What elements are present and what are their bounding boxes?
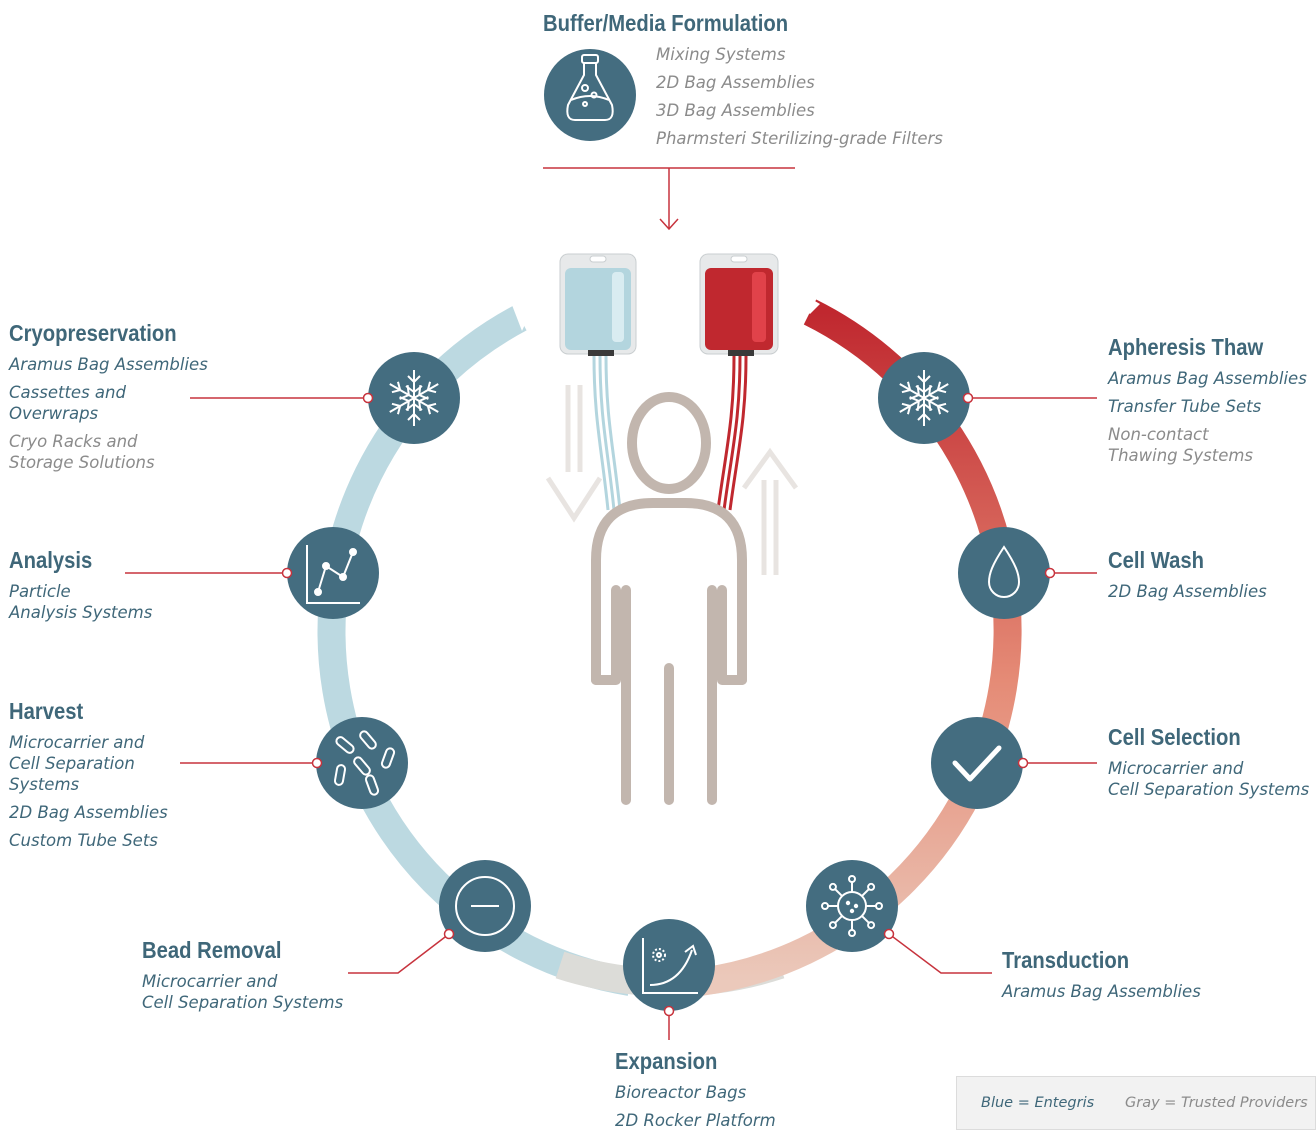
transduction-block: Transduction Aramus Bag Assemblies xyxy=(1002,946,1201,1002)
flow-arrows-watermark xyxy=(545,385,799,575)
stage-items: Mixing Systems 2D Bag Assemblies 3D Bag As… xyxy=(656,44,943,149)
growth-curve-icon xyxy=(642,938,698,994)
stage-title: Apheresis Thaw xyxy=(1108,334,1264,360)
blue-media-bag xyxy=(559,253,637,511)
bead-stage-circle xyxy=(439,860,531,952)
legend-gray: Gray = Trusted Providers xyxy=(1125,1095,1308,1111)
wash-stage-circle xyxy=(958,527,1050,619)
connector-dot xyxy=(1017,757,1029,769)
legend-blue: Blue = Entegris xyxy=(981,1095,1095,1111)
stage-item: Custom Tube Sets xyxy=(9,831,158,850)
ring-end-cap xyxy=(806,296,820,314)
transduction-stage-circle xyxy=(806,860,898,952)
virus-icon xyxy=(821,875,883,937)
stage-item: 3D Bag Assemblies xyxy=(656,101,815,120)
buffer-formulation-block: Buffer/Media Formulation Mixing Systems 2… xyxy=(543,9,943,149)
stage-item: 2D Bag Assemblies xyxy=(9,803,168,822)
stage-title: Cell Selection xyxy=(1108,724,1241,750)
stage-items: Aramus Bag Assemblies xyxy=(1002,981,1201,1002)
harvest-stage-circle xyxy=(316,717,408,809)
cells-icon xyxy=(333,730,396,796)
connector-dot xyxy=(1044,567,1056,579)
stage-items: Bioreactor Bags 2D Rocker Platform xyxy=(615,1082,776,1130)
connector-dot xyxy=(281,567,293,579)
expansion-block: Expansion Bioreactor Bags 2D Rocker Platf… xyxy=(615,1047,776,1130)
stage-title: Bead Removal xyxy=(142,937,282,963)
connector-dot xyxy=(962,392,974,404)
color-legend: Blue = Entegris Gray = Trusted Providers xyxy=(956,1076,1316,1130)
ring-end-cap xyxy=(512,301,530,331)
stage-title: Transduction xyxy=(1002,947,1130,973)
stage-item: Aramus Bag Assemblies xyxy=(1002,982,1201,1001)
stage-title: Analysis xyxy=(9,547,93,573)
stage-item: 2D Bag Assemblies xyxy=(1108,582,1267,601)
bead-icon xyxy=(455,876,515,936)
checkmark-icon xyxy=(952,745,1002,782)
stage-item: Aramus Bag Assemblies xyxy=(1108,369,1307,388)
stage-item: Mixing Systems xyxy=(656,45,786,64)
line-chart-icon xyxy=(306,545,360,604)
stage-item: 2D Rocker Platform xyxy=(615,1111,776,1130)
connector-dot xyxy=(362,392,374,404)
flask-icon xyxy=(544,49,636,141)
expansion-stage-circle xyxy=(623,919,715,1011)
red-cell-bag xyxy=(699,253,779,511)
cryo-stage-circle xyxy=(368,352,460,444)
stage-title: Buffer/Media Formulation xyxy=(543,10,789,36)
selection-stage-circle xyxy=(931,717,1023,809)
droplet-icon xyxy=(987,545,1021,598)
snowflake-icon xyxy=(384,370,444,426)
analysis-stage-circle xyxy=(287,527,379,619)
stage-item: 2D Bag Assemblies xyxy=(656,73,815,92)
thaw-stage-circle xyxy=(878,352,970,444)
stage-item: Aramus Bag Assemblies xyxy=(9,355,208,374)
stage-items: 2D Bag Assemblies xyxy=(1108,581,1267,602)
stage-title: Cell Wash xyxy=(1108,547,1204,573)
patient-figure xyxy=(591,392,747,805)
connector-dot xyxy=(443,928,455,940)
connector-dot xyxy=(663,1005,675,1017)
stage-item: Bioreactor Bags xyxy=(615,1083,747,1102)
down-arrow-head xyxy=(659,218,679,231)
stage-title: Expansion xyxy=(615,1048,718,1074)
connector-dot xyxy=(311,757,323,769)
stage-title: Harvest xyxy=(9,698,84,724)
stage-title: Cryopreservation xyxy=(9,320,177,346)
connector-dot xyxy=(883,928,895,940)
cell-wash-block: Cell Wash 2D Bag Assemblies xyxy=(1108,546,1267,602)
stage-item: Pharmsteri Sterilizing-grade Filters xyxy=(656,129,943,148)
stage-item: Transfer Tube Sets xyxy=(1108,397,1262,416)
stage-connectors xyxy=(125,397,1097,1040)
